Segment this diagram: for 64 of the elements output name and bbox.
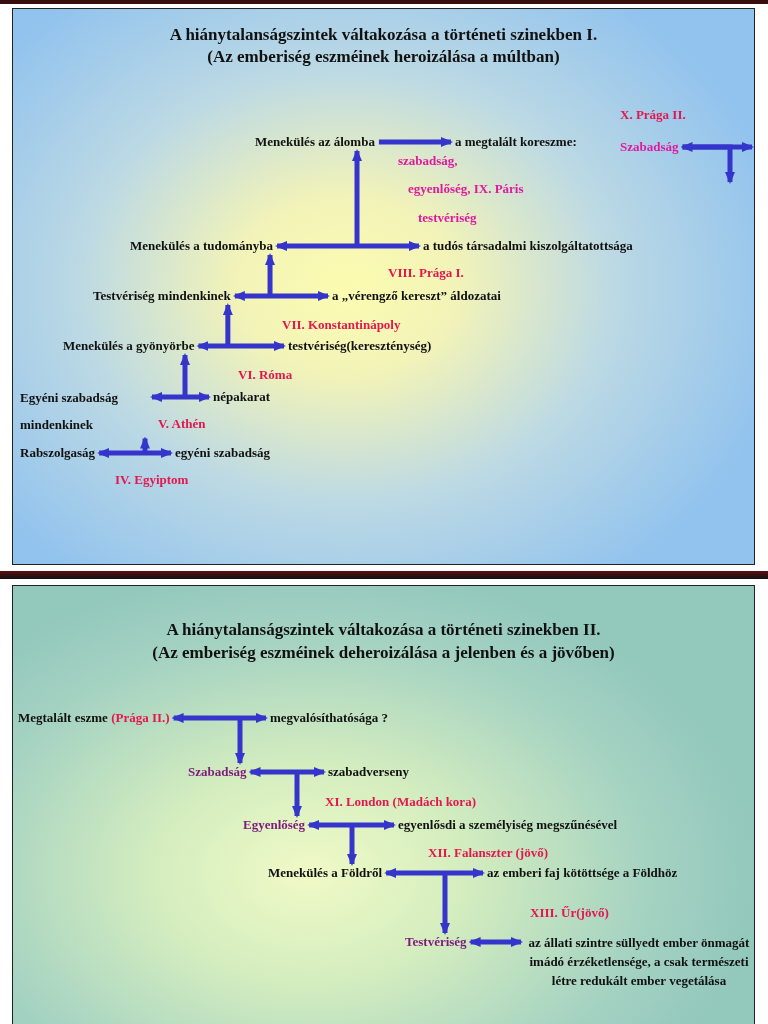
arrow <box>384 868 485 878</box>
concept-text: Menekülés a tudományba <box>130 238 274 254</box>
arrow <box>347 825 357 866</box>
concept-text: az állati szintre süllyedt ember önmagát imádó érzéketlensége, a csak természeti létre redukált ember vegetálása <box>525 932 753 990</box>
era-label: X. Prága II. <box>620 107 686 123</box>
arrow <box>265 253 276 296</box>
slide-panel <box>12 585 755 1024</box>
concept-text: a „vérengző kereszt” áldozatai <box>332 288 501 304</box>
arrow <box>292 772 302 818</box>
concept-text: Egyéni szabadság mindenkinek <box>20 383 148 438</box>
concept-text: népakarat <box>213 389 271 405</box>
arrow <box>235 718 245 765</box>
era-label: IV. Egyiptom <box>115 472 189 488</box>
slide-panel <box>12 8 755 565</box>
concept-text: Szabadság <box>188 764 247 780</box>
arrow <box>378 137 453 147</box>
concept-text: szabadverseny <box>328 764 409 780</box>
era-label: VI. Róma <box>238 367 293 383</box>
era-label: egyenlőség, IX. Páris <box>408 181 524 197</box>
arrow <box>140 436 150 453</box>
arrow <box>682 144 735 184</box>
slide-title: A hiánytalanságszintek váltakozása a történeti szinekben II. <box>165 619 602 641</box>
era-label: VII. Konstantinápoly <box>282 317 401 333</box>
concept-text: Egyenlőség <box>243 817 306 833</box>
arrow <box>468 937 523 947</box>
era-label: XII. Falanszter (jövő) <box>428 845 548 861</box>
concept-text: Menekülés az álomba <box>255 134 375 150</box>
arrow <box>232 291 330 301</box>
concept-text: az emberi faj kötöttsége a Földhöz <box>487 865 678 881</box>
slide-subtitle: (Az emberiség eszméinek heroizálása a múltban) <box>206 46 561 68</box>
concept-text: a tudós társadalmi kiszolgáltatottsága <box>423 238 633 254</box>
concept-text: egyéni szabadság <box>175 445 270 461</box>
slide-title: A hiánytalanságszintek váltakozása a történeti szinekben I. <box>168 24 599 46</box>
concept-text: Testvériség mindenkinek <box>93 288 231 304</box>
era-label: XI. London (Madách kora) <box>325 794 476 810</box>
concept-text: Menekülés a Földről <box>268 865 383 881</box>
arrow <box>150 392 211 402</box>
era-label: V. Athén <box>158 416 206 432</box>
arrow <box>680 142 754 152</box>
era-label: testvériség <box>418 210 477 226</box>
era-label: (Prága II.) <box>110 710 170 725</box>
arrow <box>171 713 268 723</box>
concept-text: Menekülés a gyönyörbe <box>63 338 195 354</box>
arrow <box>352 149 362 246</box>
concept-text: Rabszolgaság <box>20 445 96 461</box>
slide-subtitle: (Az emberiség eszméinek deheroizálása a jelenben és a jövőben) <box>151 642 616 664</box>
concept-text: egyenlősdi a személyiség megszűnésével <box>398 817 618 833</box>
arrow <box>196 341 286 351</box>
era-label: szabadság, <box>398 153 458 169</box>
arrow <box>180 353 190 397</box>
concept-text: Testvériség <box>405 934 467 950</box>
concept-text: Szabadság <box>620 139 679 155</box>
arrow <box>248 767 326 777</box>
arrow <box>97 448 173 458</box>
arrow <box>275 241 421 251</box>
arrow <box>307 820 396 830</box>
concept-text: testvériség(kereszténység) <box>288 338 432 354</box>
era-label: VIII. Prága I. <box>388 265 464 281</box>
concept-text: a megtalált koreszme: <box>455 134 577 150</box>
arrow <box>222 303 233 346</box>
concept-text: Megtalált eszme <box>18 710 108 725</box>
era-label: XIII. Űr(jövő) <box>530 905 609 921</box>
concept-text: megvalósíthatósága ? <box>270 710 389 726</box>
arrow <box>440 873 450 935</box>
